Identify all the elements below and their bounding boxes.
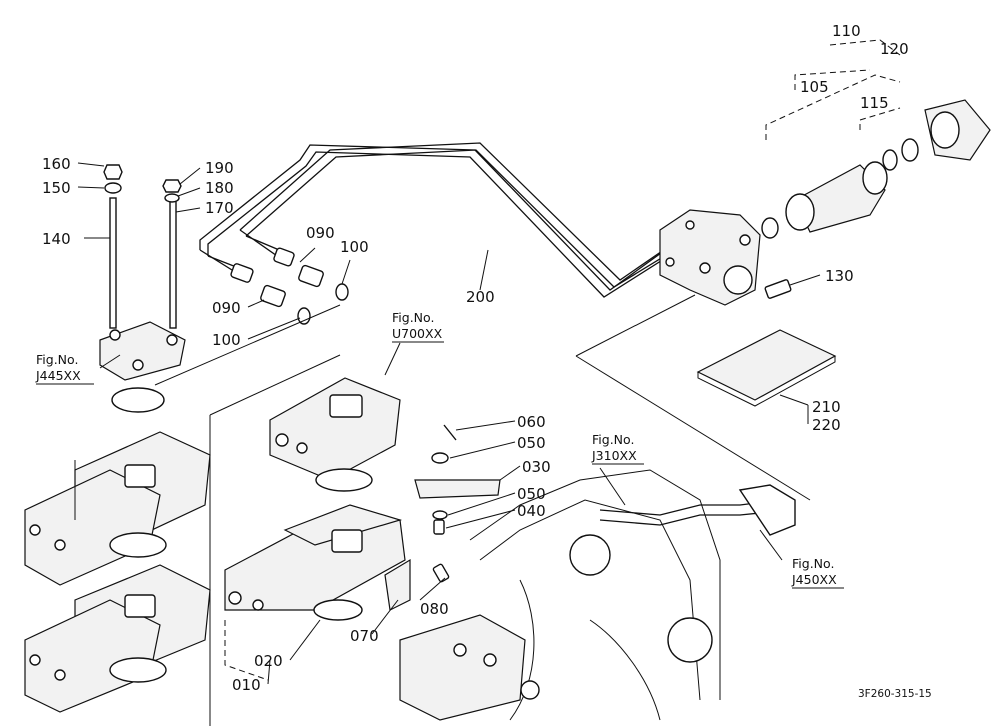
callout-150: 150 (42, 179, 71, 197)
orings-115 (882, 138, 919, 171)
callout-050-upper: 050 (517, 434, 546, 452)
callout-100-upper: 100 (340, 238, 369, 256)
callout-210: 210 (812, 398, 841, 416)
manual-210-220 (696, 329, 837, 407)
fitting-090-upper (230, 247, 349, 301)
callout-090-lower: 090 (212, 299, 241, 317)
callout-060: 060 (517, 413, 546, 431)
figure-ref-j450-line1: Fig.No. (792, 556, 834, 571)
callout-130: 130 (825, 267, 854, 285)
callout-160: 160 (42, 155, 71, 173)
callout-070: 070 (350, 627, 379, 645)
plug-130 (764, 279, 792, 299)
figure-ref-u700-line1: Fig.No. (392, 310, 434, 325)
callout-050-lower: 050 (517, 485, 546, 503)
figure-ref-j450: Fig.No. J450XX (791, 556, 844, 589)
figure-ref-u700-line2: U700XX (392, 326, 443, 341)
callout-labels: 160 150 140 190 180 170 090 100 090 100 … (42, 22, 909, 694)
quick-coupler-105 (761, 161, 888, 239)
valve-cover-j445 (99, 321, 186, 413)
figure-ref-j450-line2: J450XX (791, 572, 837, 587)
figure-ref-j445-line1: Fig.No. (36, 352, 78, 367)
pipe-assembly-200 (199, 142, 705, 298)
callout-080: 080 (420, 600, 449, 618)
callout-110: 110 (832, 22, 861, 40)
valve-u700 (269, 377, 401, 492)
figure-ref-j445-line2: J445XX (35, 368, 81, 383)
valve-stack-upper (24, 431, 211, 586)
callout-220: 220 (812, 416, 841, 434)
callout-120: 120 (880, 40, 909, 58)
callout-105: 105 (800, 78, 829, 96)
callout-010: 010 (232, 676, 261, 694)
callout-115: 115 (860, 94, 889, 112)
callout-040: 040 (517, 502, 546, 520)
coupler-block (659, 209, 761, 306)
dust-cap-120 (924, 99, 991, 161)
figure-ref-j310-line1: Fig.No. (592, 432, 634, 447)
figure-ref-j445: Fig.No. J445XX (35, 352, 94, 385)
valve-stack-lower (24, 564, 211, 713)
bracket-070 (384, 558, 450, 611)
lever-030 (414, 424, 501, 535)
studs-140-170 (103, 164, 182, 329)
figure-ref-j310-line2: J310XX (591, 448, 637, 463)
callout-020: 020 (254, 652, 283, 670)
drawing-code: 3F260-315-15 (858, 688, 932, 700)
hitch-linkage (599, 484, 796, 536)
callout-180: 180 (205, 179, 234, 197)
figure-ref-u700: Fig.No. U700XX (392, 310, 444, 343)
control-valve-010 (224, 504, 406, 621)
callout-030: 030 (522, 458, 551, 476)
fitting-090-lower (260, 284, 311, 325)
transmission-case (399, 469, 721, 721)
callout-140: 140 (42, 230, 71, 248)
leader-lines (74, 39, 901, 726)
callout-100-lower: 100 (212, 331, 241, 349)
callout-090-upper: 090 (306, 224, 335, 242)
callout-190: 190 (205, 159, 234, 177)
callout-170: 170 (205, 199, 234, 217)
figure-ref-j310: Fig.No. J310XX (591, 432, 644, 465)
callout-200: 200 (466, 288, 495, 306)
